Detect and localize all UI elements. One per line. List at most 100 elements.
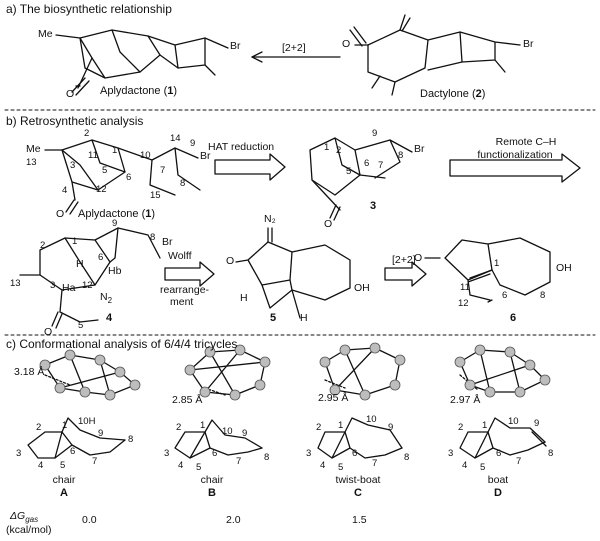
- compound-4-label: 4: [106, 312, 113, 324]
- br-label-a1: Br: [230, 40, 241, 52]
- conformer-drawing-D: [459, 417, 547, 459]
- ring-num-A-4: 4: [38, 460, 44, 471]
- compound-3-structure: [309, 137, 413, 211]
- conformer-D-shape: boat: [487, 474, 509, 486]
- atom-num-4-12: 12: [82, 280, 93, 291]
- ring-num-C-1: 1: [338, 420, 344, 431]
- ring-num-B-4: 4: [178, 460, 184, 471]
- aplydactone-label-a: Aplydactone (1): [100, 85, 178, 97]
- o-label-b6: O: [414, 252, 423, 264]
- remote-ch-label-1: Remote C–H: [495, 136, 557, 148]
- atom-num-1-15: 15: [150, 190, 161, 201]
- o-label-b4: O: [44, 326, 53, 338]
- atom-num-1-3: 3: [70, 160, 76, 171]
- compound-5-structure: [235, 227, 351, 319]
- distance-C: 2.95 Å: [318, 392, 349, 404]
- atom-num-1-6: 6: [126, 172, 132, 183]
- ring-num-D-6: 6: [496, 448, 502, 459]
- ring-num-C-2: 2: [316, 422, 322, 433]
- atom-num-6-11: 11: [460, 282, 470, 293]
- ring-num-C-8: 8: [404, 452, 410, 463]
- atom-num-4-9: 9: [112, 218, 118, 229]
- h-label-b5a: H: [240, 292, 248, 304]
- atom-num-1-10: 10: [140, 150, 151, 161]
- compound-4-structure: [19, 227, 161, 323]
- conformer-D-letter: D: [494, 487, 502, 499]
- wolff-label-1: Wolff: [168, 250, 192, 262]
- atom-num-3-6: 6: [364, 158, 370, 169]
- atom-spheres: [39, 342, 551, 401]
- compound-5-label: 5: [270, 312, 277, 324]
- hat-arrow-label: HAT reduction: [208, 141, 275, 153]
- dactylone-label: Dactylone (2): [420, 88, 486, 100]
- atom-num-3-2: 2: [336, 145, 342, 156]
- atom-num-1-1: 1: [112, 145, 118, 156]
- conformer-A-shape: chair: [52, 474, 76, 486]
- atom-num-4-8: 8: [150, 232, 156, 243]
- dg-value-B: 2.0: [226, 514, 241, 526]
- ring-num-D-2: 2: [458, 422, 464, 433]
- wolff-label-2: rearrange-: [160, 284, 210, 296]
- ring-num-B-2: 2: [176, 422, 182, 433]
- distance-D: 2.97 Å: [450, 394, 481, 406]
- dg-value-A: 0.0: [82, 514, 97, 526]
- atom-num-1-2: 2: [84, 128, 90, 139]
- compound-6-structure: [424, 237, 551, 303]
- atom-num-1-14: 14: [170, 133, 181, 144]
- ring-num-B-3: 3: [164, 448, 170, 459]
- atom-num-4-6: 6: [98, 252, 104, 263]
- atom-num-4-3: 3: [50, 280, 56, 291]
- ring-num-C-9: 9: [388, 422, 394, 433]
- ring-num-D-9: 9: [534, 418, 540, 429]
- dg-value-C: 1.5: [352, 514, 367, 526]
- conformer-B-shape: chair: [200, 474, 224, 486]
- atom-num-6-6: 6: [502, 290, 508, 301]
- ring-num-A-6: 6: [70, 446, 76, 457]
- compound-6-label: 6: [510, 312, 517, 324]
- ring-num-B-6: 6: [212, 448, 218, 459]
- atom-num-1-5: 5: [102, 165, 108, 176]
- ring-num-C-10: 10: [366, 414, 377, 425]
- ring-num-D-3: 3: [448, 448, 454, 459]
- dg-label: ΔGgas: [10, 510, 39, 525]
- ring-num-A-7: 7: [92, 456, 98, 467]
- hb-label: Hb: [108, 265, 122, 277]
- atom-num-3-8: 8: [398, 150, 404, 161]
- ha-label: Ha: [62, 282, 76, 294]
- atom-num-4-13: 13: [10, 278, 21, 289]
- atom-num-6-8: 8: [540, 290, 546, 301]
- ring-num-B-10: 10: [222, 426, 233, 437]
- ring-num-A-3: 3: [16, 448, 22, 459]
- n2-label-5: N₂: [264, 213, 276, 225]
- dactylone-structure: [354, 14, 521, 96]
- conformer-drawing-C: [317, 417, 403, 459]
- distance-A: 3.18 Å: [14, 366, 45, 378]
- br-label-b3: Br: [414, 143, 425, 155]
- ring-num-D-1: 1: [482, 420, 488, 431]
- ring-num-B-1: 1: [200, 420, 206, 431]
- o-label-b1: O: [56, 208, 65, 220]
- h-label-b4: H: [76, 258, 84, 270]
- ring-num-B-7: 7: [236, 456, 242, 467]
- me-label-b: Me: [26, 143, 41, 155]
- atom-num-1-4: 4: [62, 185, 68, 196]
- aplydactone-label-b: Aplydactone (1): [78, 208, 156, 220]
- atom-num-1-7: 7: [160, 165, 166, 176]
- atom-num-3-1: 1: [324, 142, 330, 153]
- o-label-a2: O: [342, 38, 351, 50]
- conformer-C-letter: C: [354, 487, 362, 499]
- atom-num-1-13: 13: [26, 157, 37, 168]
- atom-num-3-5: 5: [346, 166, 352, 177]
- atom-num-3-9: 9: [372, 128, 378, 139]
- ring-num-A-2: 2: [36, 422, 42, 433]
- wolff-label-3: ment: [170, 296, 194, 308]
- o-label-a1: O: [66, 88, 75, 100]
- atom-num-1-11: 11: [88, 150, 98, 161]
- ring-num-D-8: 8: [548, 448, 554, 459]
- atom-num-6-12: 12: [458, 298, 469, 309]
- remote-ch-label-2: functionalization: [477, 149, 553, 161]
- o-label-b3: O: [324, 218, 333, 230]
- biosynthesis-arrow-label: [2+2]: [282, 42, 306, 54]
- me-label-a: Me: [38, 28, 53, 40]
